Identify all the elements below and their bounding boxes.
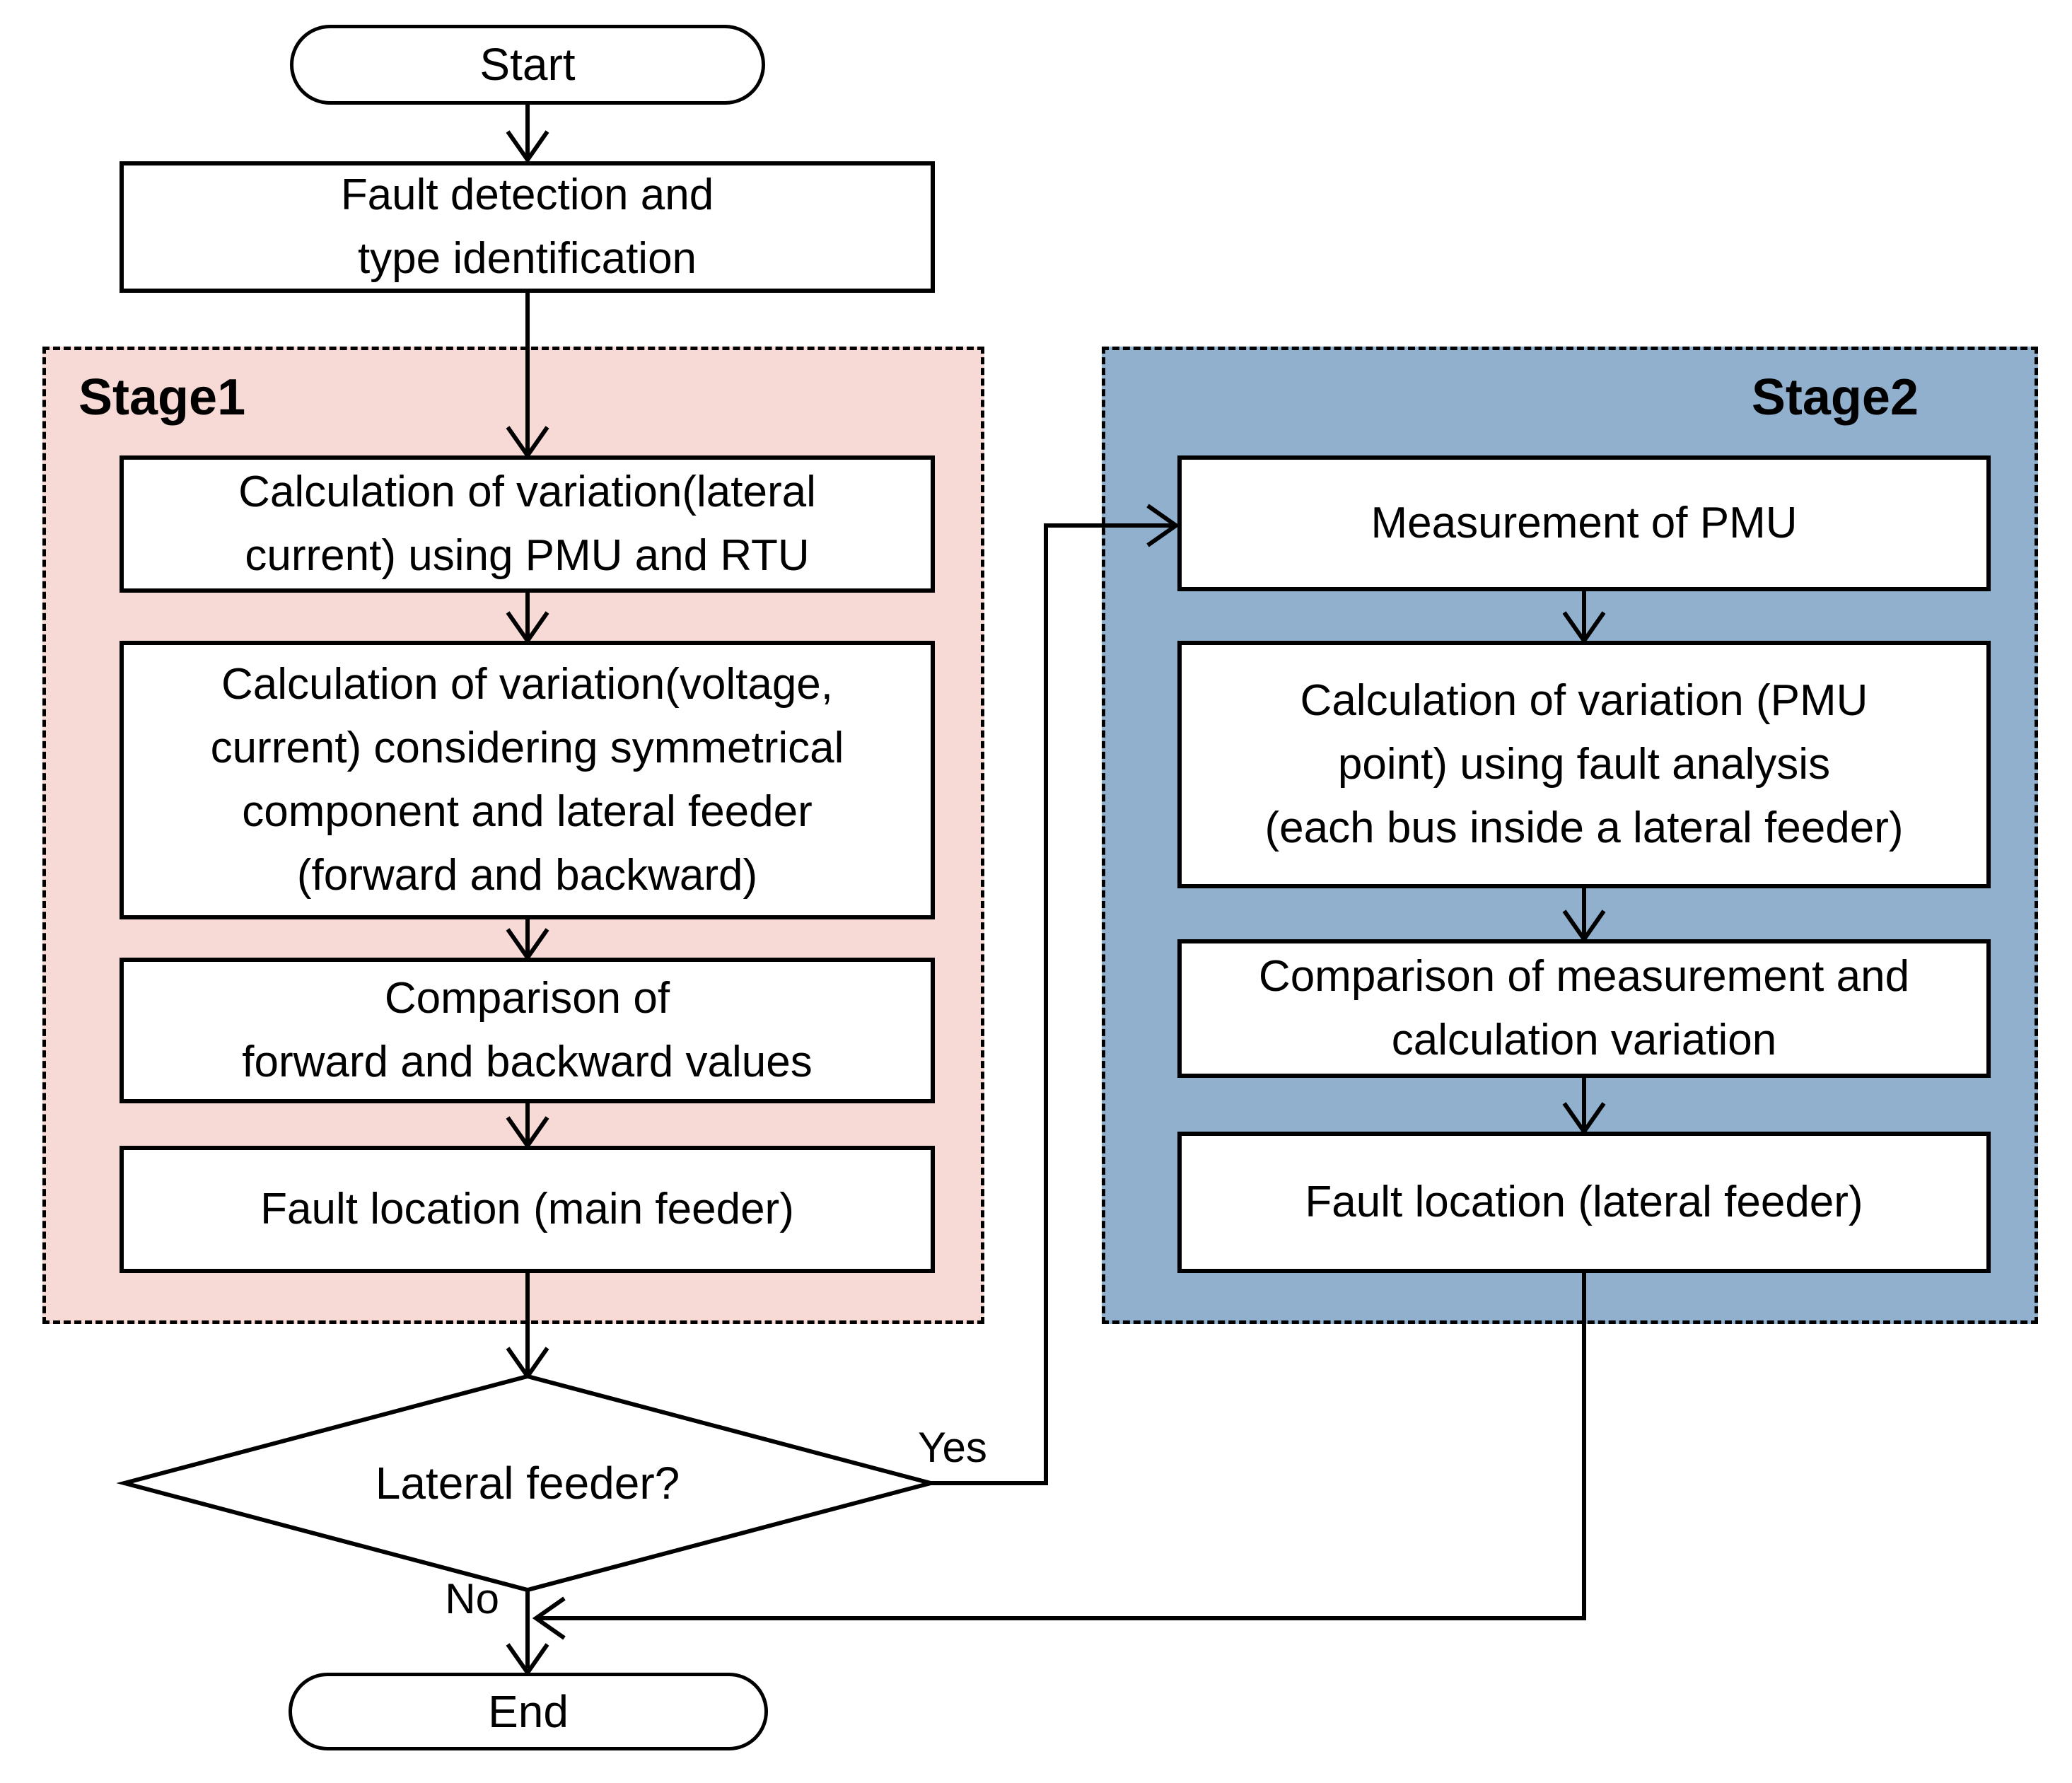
arrow-stage2-step3-to-step4 (1562, 1078, 1606, 1136)
start-node: Start (290, 25, 765, 105)
stage2-step-2: Calculation of variation (PMU point) usi… (1177, 641, 1991, 888)
end-node: End (289, 1673, 768, 1750)
decision-label: Lateral feeder? (375, 1458, 680, 1509)
arrow-stage1-step1-to-step2 (506, 593, 549, 645)
stage2-step-4: Fault location (lateral feeder) (1177, 1132, 1991, 1273)
yes-branch-label: Yes (918, 1424, 987, 1471)
stage1-label: Stage1 (78, 369, 246, 426)
return-connector-stage2-step4-to-no-branch (532, 1273, 1586, 1640)
stage2-label: Stage2 (1751, 369, 1919, 426)
stage1-step-2: Calculation of variation(voltage, curren… (120, 641, 935, 919)
stage1-step-4: Fault location (main feeder) (120, 1146, 935, 1273)
arrow-stage2-step2-to-step3 (1562, 888, 1606, 943)
arrow-start-to-fault-detection (506, 105, 549, 164)
stage1-step-1: Calculation of variation(lateral current… (120, 455, 935, 593)
arrow-stage1-step3-to-step4 (506, 1103, 549, 1150)
no-connector-decision-to-end (506, 1590, 549, 1677)
no-branch-label: No (445, 1575, 499, 1622)
stage1-step-3: Comparison of forward and backward value… (120, 958, 935, 1103)
arrow-stage1-step2-to-step3 (506, 919, 549, 962)
fault-detection-node: Fault detection and type identification (120, 161, 935, 293)
yes-connector-decision-to-stage2-step1 (931, 504, 1180, 1485)
arrow-stage2-step1-to-step2 (1562, 591, 1606, 645)
arrow-stage1-step4-to-decision (506, 1273, 549, 1381)
stage2-step-1: Measurement of PMU (1177, 455, 1991, 591)
arrow-fault-detection-to-stage1-step1 (506, 293, 549, 460)
stage2-step-3: Comparison of measurement and calculatio… (1177, 939, 1991, 1078)
